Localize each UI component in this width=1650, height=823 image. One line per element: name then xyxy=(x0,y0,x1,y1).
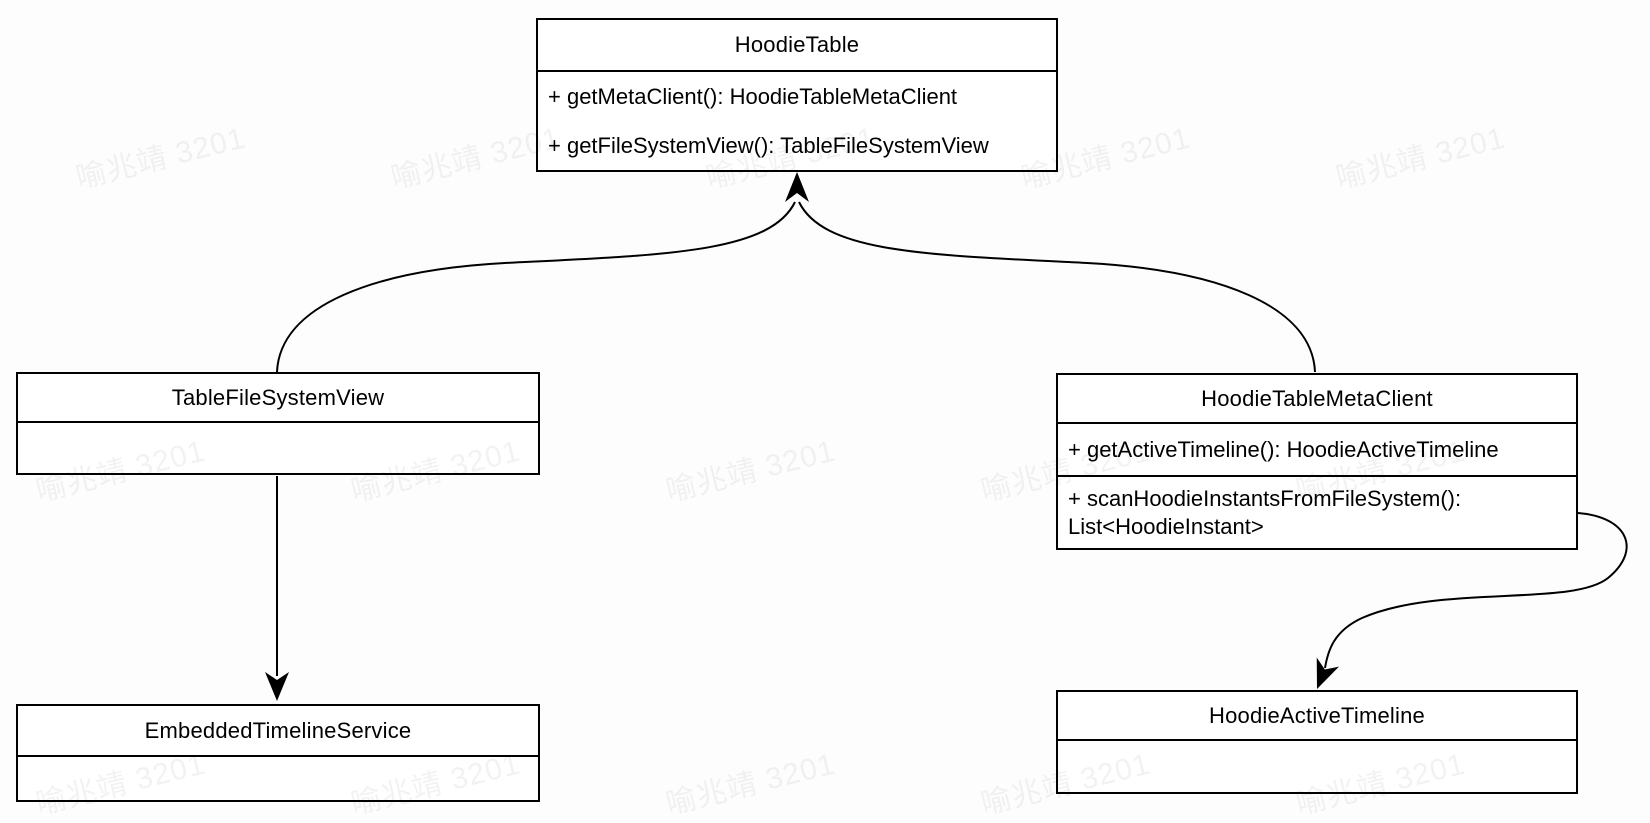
class-method: + getFileSystemView(): TableFileSystemVi… xyxy=(548,132,989,158)
class-method: + scanHoodieInstantsFromFileSystem(): Li… xyxy=(1068,486,1462,539)
class-box-hoodieactivetimeline: HoodieActiveTimeline xyxy=(1056,690,1578,794)
class-empty-compartment xyxy=(18,757,538,800)
arrowhead-into-hoodietable xyxy=(785,172,809,202)
class-method: + getActiveTimeline(): HoodieActiveTimel… xyxy=(1058,424,1576,477)
watermark-text: 喻兆靖 3201 xyxy=(662,434,839,509)
arrowhead-into-hoodieactivetimeline xyxy=(1316,657,1339,689)
class-methods-hoodietable: + getMetaClient(): HoodieTableMetaClient… xyxy=(538,72,1056,170)
class-title-hoodieactivetimeline: HoodieActiveTimeline xyxy=(1058,692,1576,741)
class-empty-compartment xyxy=(1058,741,1576,792)
class-box-hoodietablemetaclient: HoodieTableMetaClient + getActiveTimelin… xyxy=(1056,373,1578,550)
class-box-hoodietable: HoodieTable + getMetaClient(): HoodieTab… xyxy=(536,18,1058,172)
class-title-tablefilesystemview: TableFileSystemView xyxy=(18,374,538,423)
watermark-text: 喻兆靖 3201 xyxy=(662,747,839,822)
class-empty-compartment xyxy=(18,423,538,473)
class-title-embeddedtimelineservice: EmbeddedTimelineService xyxy=(18,706,538,757)
class-title-hoodietablemetaclient: HoodieTableMetaClient xyxy=(1058,375,1576,424)
arrow-tablefilesystemview-to-hoodietable xyxy=(276,201,796,373)
class-box-tablefilesystemview: TableFileSystemView xyxy=(16,372,540,475)
class-box-embeddedtimelineservice: EmbeddedTimelineService xyxy=(16,704,540,802)
watermark-text: 喻兆靖 3201 xyxy=(72,121,249,196)
arrowhead-into-embeddedtimelineservice xyxy=(265,672,289,701)
class-method: + getMetaClient(): HoodieTableMetaClient xyxy=(548,83,958,109)
arrow-hoodietablemetaclient-to-hoodietable xyxy=(798,201,1316,373)
watermark-text: 喻兆靖 3201 xyxy=(1332,121,1509,196)
class-title-hoodietable: HoodieTable xyxy=(538,20,1056,72)
